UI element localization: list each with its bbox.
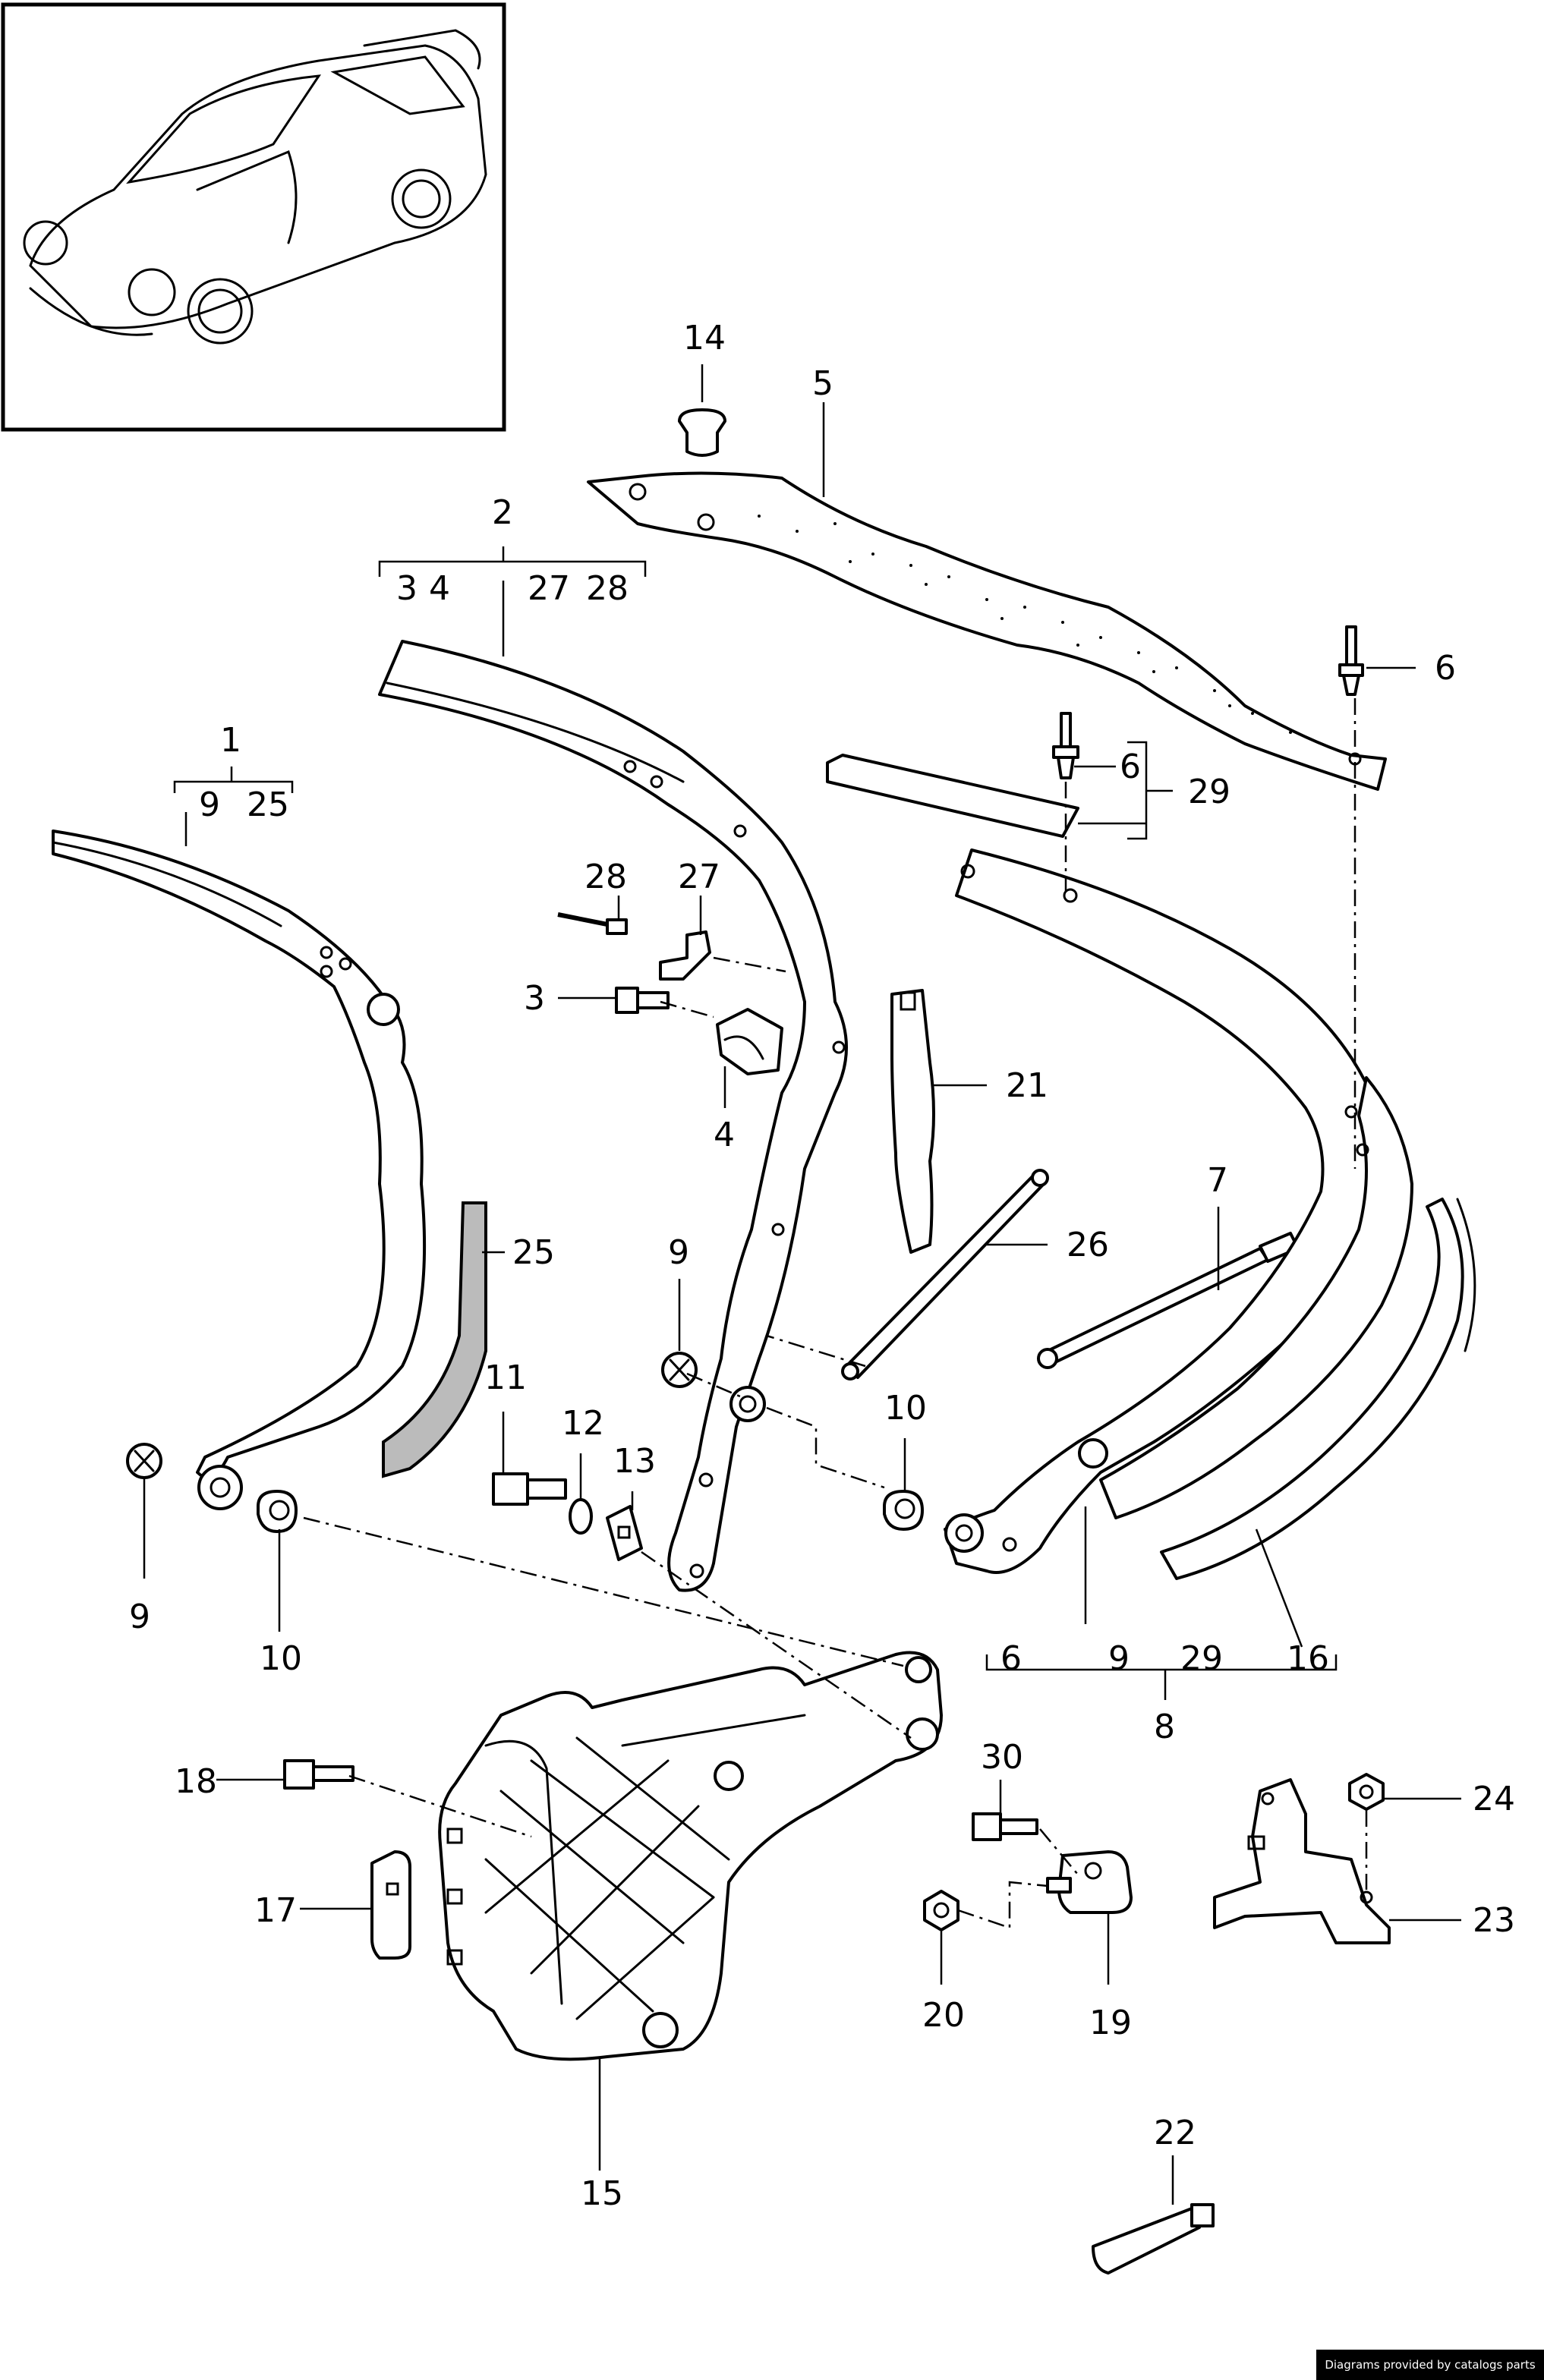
callout-6-upper: 6: [1435, 649, 1456, 688]
callout-9-left: 9: [129, 1598, 150, 1636]
callout-9-center: 9: [668, 1233, 689, 1272]
callout-7: 7: [1207, 1161, 1228, 1200]
callout-12: 12: [562, 1404, 604, 1443]
callout-labels: 14 5 2 3 4 27 28 6 6 29 1 9 25 28 27 3 4…: [129, 319, 1515, 2213]
part-9-washer-center: [661, 1352, 698, 1388]
callout-group-8-d: 16: [1287, 1639, 1329, 1678]
part-8-right-frame: [944, 848, 1476, 1580]
part-28-pin: [557, 912, 628, 935]
part-10-bushing-left: [257, 1490, 298, 1533]
part-24-nut: [1348, 1773, 1385, 1811]
callout-30: 30: [981, 1738, 1023, 1777]
part-1-left-frame: [52, 830, 427, 1510]
callout-group-2-b: 4: [429, 569, 450, 608]
part-21-bar: [890, 989, 935, 1254]
part-6-bolt-upper: [1338, 625, 1364, 696]
assembly-lines: [303, 698, 1368, 1929]
part-29-strip: [826, 754, 1079, 838]
callout-group-2-a: 3: [396, 569, 418, 608]
leader-lines: [143, 364, 1461, 2205]
callout-group-8-b: 9: [1108, 1639, 1130, 1678]
part-5-trim-panel: [587, 471, 1387, 791]
callout-8: 8: [1154, 1708, 1175, 1746]
part-20-nut: [923, 1890, 959, 1931]
part-19-bracket: [1046, 1850, 1133, 1914]
callout-10-left: 10: [260, 1639, 302, 1678]
part-11-bolt: [492, 1472, 567, 1506]
callout-25: 25: [512, 1233, 555, 1272]
part-12-washer: [569, 1498, 593, 1535]
callout-group-2-d: 28: [586, 569, 629, 608]
part-6-bolt-lower: [1052, 712, 1079, 779]
callout-group-8-c: 29: [1180, 1639, 1223, 1678]
car-thumbnail: [1, 2, 506, 432]
part-26-cable: [841, 1169, 1049, 1380]
part-4-block: [716, 1008, 783, 1075]
callout-11: 11: [484, 1358, 527, 1397]
callout-23: 23: [1473, 1901, 1515, 1940]
callout-21: 21: [1006, 1066, 1048, 1105]
callout-19: 19: [1089, 2004, 1132, 2042]
part-9-washer-left: [126, 1443, 162, 1479]
callout-17: 17: [254, 1891, 297, 1930]
callout-4: 4: [714, 1116, 735, 1154]
part-3-screw: [615, 987, 670, 1014]
callout-24: 24: [1473, 1780, 1515, 1818]
callout-15: 15: [581, 2174, 623, 2213]
callout-group-1-b: 25: [247, 785, 289, 824]
part-27-bracket: [659, 930, 711, 981]
callout-26: 26: [1067, 1226, 1109, 1264]
callout-18: 18: [175, 1762, 217, 1801]
callout-28: 28: [585, 858, 627, 896]
part-30-screw: [972, 1812, 1038, 1841]
part-18-screw: [283, 1759, 354, 1790]
callout-22: 22: [1154, 2114, 1196, 2152]
callout-29: 29: [1188, 773, 1230, 811]
part-13-plate: [606, 1505, 643, 1561]
part-10-bushing-right: [883, 1490, 924, 1531]
callout-group-8-a: 6: [1000, 1639, 1022, 1678]
callout-14: 14: [683, 319, 726, 357]
callout-5: 5: [812, 364, 833, 403]
callout-6-lower: 6: [1120, 748, 1141, 786]
callout-group-2-c: 27: [528, 569, 570, 608]
callout-20: 20: [922, 1996, 965, 2035]
attribution-footer: Diagrams provided by catalogs parts: [1316, 2350, 1544, 2380]
callout-group-1-a: 9: [199, 785, 220, 824]
part-23-bracket: [1213, 1778, 1391, 1944]
part-15-hinge-bracket: [438, 1651, 943, 2061]
callout-1: 1: [220, 721, 241, 760]
callout-13: 13: [613, 1442, 656, 1481]
callout-2: 2: [492, 493, 513, 532]
callout-27: 27: [678, 858, 720, 896]
callout-3: 3: [524, 979, 545, 1018]
part-17-cap: [370, 1850, 411, 1960]
part-25-mesh: [382, 1201, 487, 1478]
part-22-tube: [1092, 2203, 1215, 2275]
part-14-clip: [678, 408, 726, 457]
callout-10-right: 10: [884, 1389, 927, 1428]
